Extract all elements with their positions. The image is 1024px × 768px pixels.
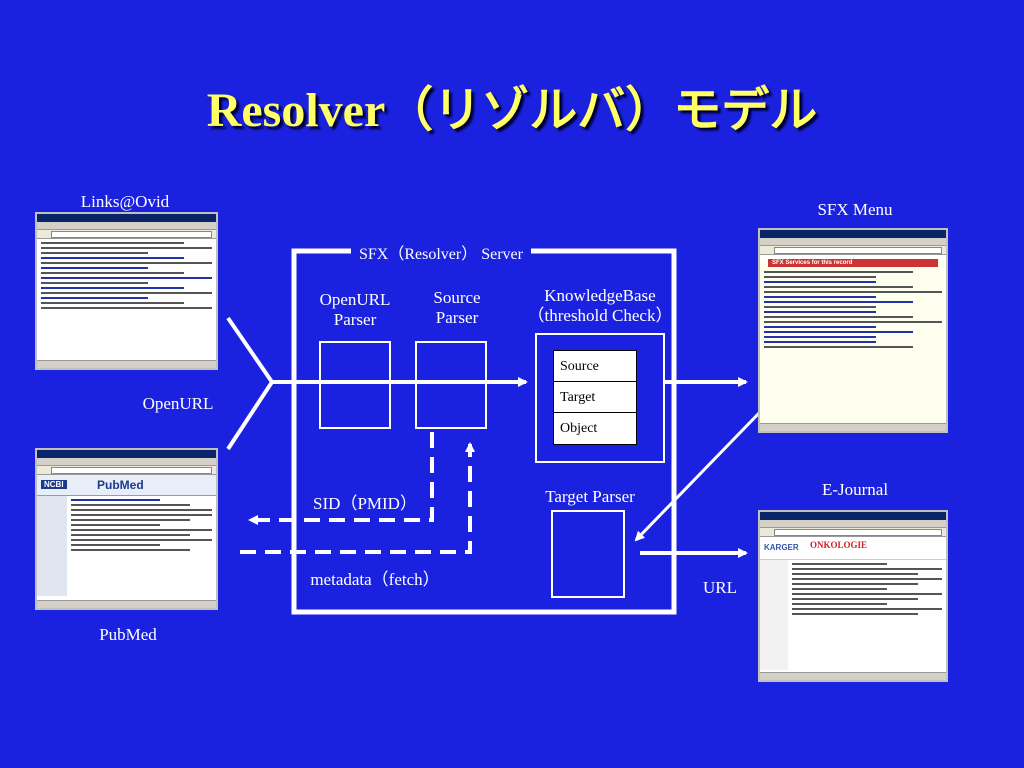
target-parser-label: Target Parser — [545, 487, 635, 506]
target-parser-box — [551, 510, 625, 598]
source-parser-box — [415, 341, 487, 429]
karger-logo: KARGER — [764, 543, 799, 552]
metadata-dashed-path — [240, 442, 475, 554]
openurl-parser-box — [319, 341, 391, 429]
metadata-fetch-label: metadata（fetch） — [310, 570, 440, 589]
page-title: Resolver（リゾルバ）モデル — [206, 84, 818, 137]
openurl-label: OpenURL — [142, 394, 214, 413]
sid-pmid-label: SID（PMID） — [313, 494, 417, 513]
sid-dashed-path — [248, 432, 434, 525]
sfx-heading: SFX Services for this record — [768, 259, 938, 267]
pubmed-line — [226, 380, 274, 451]
ejournal-screenshot[interactable]: KARGER ONKOLOGIE — [758, 510, 948, 682]
knowledgebase-label: KnowledgeBase （threshold Check） — [527, 286, 673, 325]
sfx-menu-label: SFX Menu — [817, 200, 893, 219]
ncbi-logo: NCBI — [41, 480, 67, 489]
menu-to-target-arrow — [634, 408, 764, 542]
openurl-parser-label: OpenURL Parser — [319, 290, 391, 329]
ejournal-label: E-Journal — [821, 480, 889, 499]
kb-table: Source Target Object — [553, 350, 637, 445]
url-label: URL — [703, 578, 737, 597]
kb-row-object: Object — [560, 421, 598, 436]
sfx-menu-screenshot[interactable]: SFX Services for this record — [758, 228, 948, 433]
pubmed-screenshot[interactable]: NCBI PubMed — [35, 448, 218, 610]
ovid-line — [226, 316, 274, 384]
links-ovid-screenshot[interactable] — [35, 212, 218, 370]
pubmed-label: PubMed — [99, 625, 157, 644]
pubmed-logo: PubMed — [97, 478, 144, 492]
kb-row-target: Target — [554, 382, 636, 413]
source-parser-label: Source Parser — [433, 288, 481, 327]
server-label: SFX（Resolver） Server — [351, 240, 531, 264]
links-ovid-label: Links@Ovid — [80, 192, 170, 211]
onkologie-logo: ONKOLOGIE — [810, 540, 868, 550]
kb-row-source: Source — [554, 351, 636, 382]
knowledgebase-box — [535, 333, 665, 463]
